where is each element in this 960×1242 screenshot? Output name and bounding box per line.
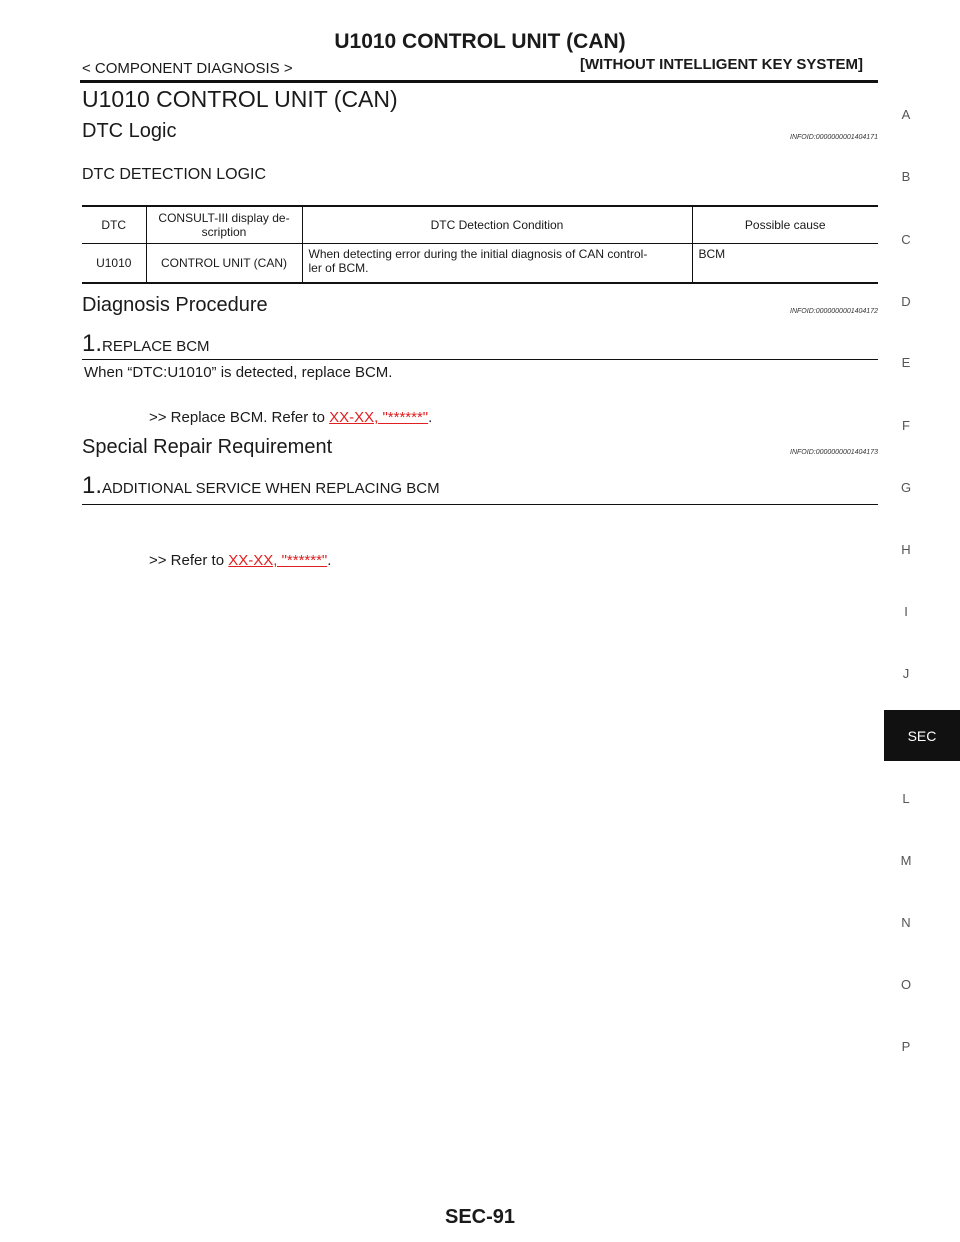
- section-tab-i[interactable]: I: [904, 604, 908, 619]
- dtc-logic-infoid: INFOID:0000000001404171: [790, 134, 878, 141]
- running-header-title: U1010 CONTROL UNIT (CAN): [334, 30, 626, 53]
- header-system-label: [WITHOUT INTELLIGENT KEY SYSTEM]: [580, 56, 864, 73]
- col-header-possible-cause: Possible cause: [691, 206, 878, 244]
- section-tab-h[interactable]: H: [901, 542, 911, 557]
- col-header-detection-condition: DTC Detection Condition: [301, 206, 692, 244]
- section-tab-c[interactable]: C: [901, 232, 911, 247]
- section-tab-m[interactable]: M: [900, 853, 912, 868]
- section-tab-n[interactable]: N: [901, 915, 911, 930]
- step-number: 1.: [82, 330, 103, 357]
- cell-display: CONTROL UNIT (CAN): [145, 243, 302, 283]
- result-prefix: >> Replace BCM. Refer to: [149, 409, 330, 426]
- page-title: U1010 CONTROL UNIT (CAN): [82, 86, 398, 112]
- col-header-dtc: DTC: [101, 218, 127, 232]
- page-number: SEC-91: [444, 1206, 516, 1228]
- section-tab-l[interactable]: L: [902, 791, 910, 806]
- diagnosis-procedure-heading: Diagnosis Procedure: [82, 294, 268, 316]
- section-tab-p[interactable]: P: [901, 1039, 911, 1054]
- special-repair-infoid: INFOID:0000000001404173: [790, 449, 878, 456]
- col-header-consult-display: CONSULT-III display de- scription: [145, 206, 302, 244]
- dtc-detection-logic-subheading: DTC DETECTION LOGIC: [82, 166, 267, 183]
- step-rule: [82, 359, 878, 360]
- section-tab-g[interactable]: G: [900, 480, 912, 495]
- diagnosis-result-line: >> Replace BCM. Refer to XX-XX, "******"…: [149, 409, 432, 426]
- section-tab-f[interactable]: F: [902, 418, 910, 433]
- section-tab-sec-active[interactable]: SEC: [884, 710, 960, 761]
- step-title: REPLACE BCM: [102, 338, 210, 355]
- result-suffix: .: [327, 552, 332, 569]
- diagnosis-instruction: When “DTC:U1010” is detected, replace BC…: [84, 364, 393, 381]
- diagnosis-step-1: 1.REPLACE BCM: [82, 330, 210, 358]
- cell-condition: When detecting error during the initial …: [301, 243, 692, 283]
- dtc-logic-heading: DTC Logic: [82, 120, 177, 142]
- result-suffix: .: [428, 409, 433, 426]
- section-tab-e[interactable]: E: [901, 355, 911, 370]
- table-row: U1010 CONTROL UNIT (CAN) When detecting …: [82, 243, 878, 283]
- result-prefix: >> Refer to: [149, 552, 229, 569]
- step-title: ADDITIONAL SERVICE WHEN REPLACING BCM: [102, 480, 440, 497]
- header-rule: [80, 80, 878, 83]
- section-tab-b[interactable]: B: [901, 169, 911, 184]
- section-tab-j[interactable]: J: [902, 666, 910, 681]
- cell-dtc: U1010: [96, 256, 132, 270]
- special-repair-heading: Special Repair Requirement: [82, 436, 333, 458]
- step-number: 1.: [82, 472, 103, 499]
- cross-reference-link[interactable]: XX-XX, "******": [228, 552, 328, 569]
- section-tab-d[interactable]: D: [901, 294, 911, 309]
- dtc-table-header-row: DTC CONSULT-III display de- scription DT…: [82, 206, 878, 244]
- section-tab-o[interactable]: O: [900, 977, 912, 992]
- section-tab-a[interactable]: A: [901, 107, 911, 122]
- dtc-table: DTC CONSULT-III display de- scription DT…: [82, 205, 878, 284]
- diagnosis-procedure-infoid: INFOID:0000000001404172: [790, 308, 878, 315]
- cell-cause: BCM: [691, 243, 878, 283]
- special-repair-step-1: 1.ADDITIONAL SERVICE WHEN REPLACING BCM: [82, 472, 440, 500]
- header-section-label: < COMPONENT DIAGNOSIS >: [82, 60, 293, 77]
- special-repair-result-line: >> Refer to XX-XX, "******".: [149, 552, 331, 569]
- cross-reference-link[interactable]: XX-XX, "******": [329, 409, 429, 426]
- step-rule: [82, 504, 878, 505]
